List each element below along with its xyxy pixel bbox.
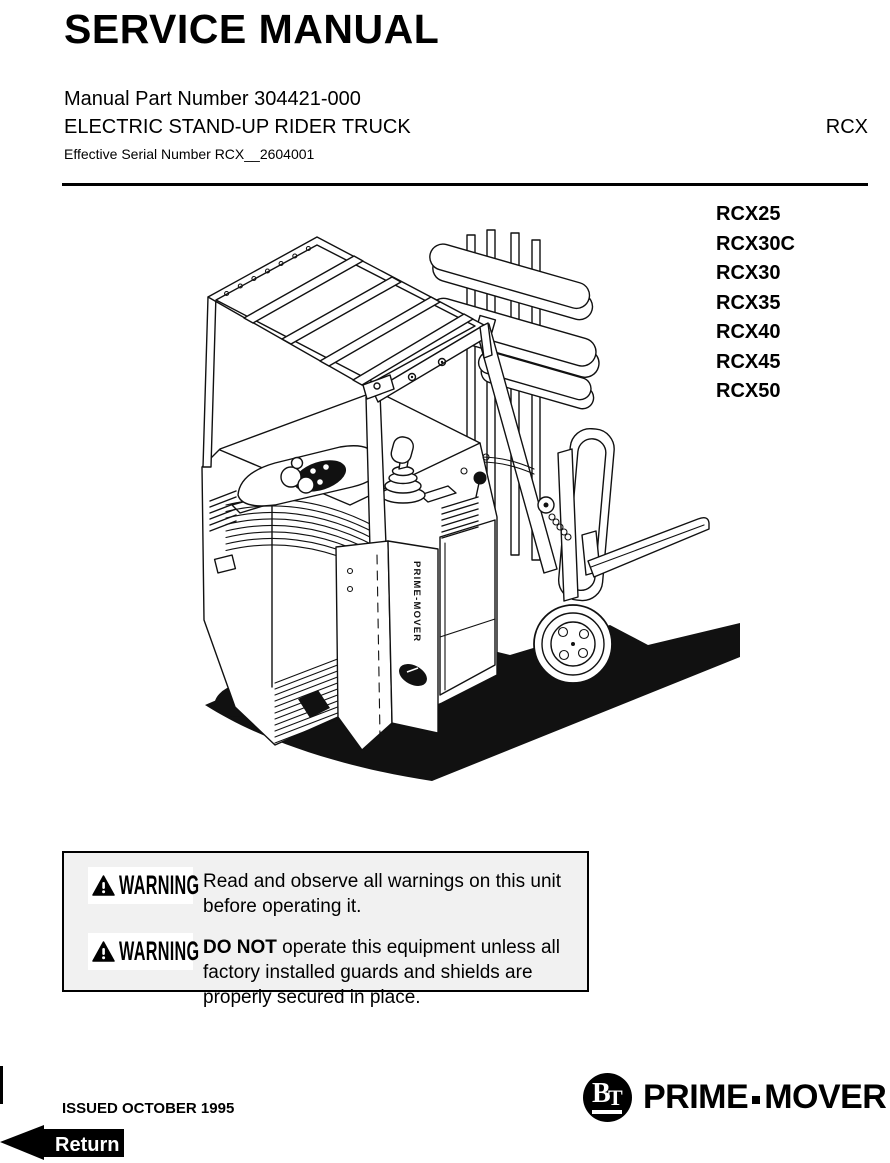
- page-title: SERVICE MANUAL: [64, 6, 440, 52]
- header-rule: [62, 183, 868, 186]
- serial-number-line: Effective Serial Number RCX__2604001: [64, 146, 315, 162]
- wordmark-dot: [752, 1096, 761, 1104]
- return-button[interactable]: Return: [0, 1122, 126, 1163]
- issued-date: ISSUED OCTOBER 1995: [62, 1100, 235, 1117]
- side-louvers: [209, 490, 237, 532]
- warning-text: DO NOT operate this equipment unless all…: [203, 935, 575, 1010]
- bt-letter-b: B: [592, 1077, 611, 1109]
- warning-text: Read and observe all warnings on this un…: [203, 869, 575, 919]
- brand-wordmark: PRIME MOVER: [643, 1077, 887, 1117]
- part-number-line: Manual Part Number 304421-000: [64, 88, 361, 110]
- warning-triangle-icon: [92, 875, 115, 896]
- steering-knob: [280, 466, 302, 488]
- joystick-knob: [390, 436, 414, 464]
- operator-console: [237, 436, 487, 507]
- model-item: RCX40: [716, 321, 781, 343]
- vertical-brand-text: PRIME-MOVER: [411, 561, 422, 642]
- bt-letter-t: T: [608, 1084, 623, 1110]
- drive-wheel: [533, 604, 613, 684]
- bt-logo-icon: B T: [583, 1072, 632, 1122]
- forklift-line-art: PRIME-MOVER: [201, 229, 740, 781]
- rear-post: [202, 293, 217, 468]
- model-item: RCX25: [716, 203, 781, 225]
- front-louvers: [441, 496, 479, 539]
- curved-louvers: [225, 498, 377, 574]
- return-button-label: Return: [55, 1134, 119, 1156]
- fork-carriage: [537, 427, 710, 602]
- brand-oval: [399, 664, 427, 686]
- warning-row: WARNING DO NOT operate this equipment un…: [88, 933, 587, 1010]
- wordmark-right: MOVER: [764, 1077, 887, 1116]
- warning-triangle-icon: [92, 941, 115, 962]
- warning-word: WARNING: [119, 870, 200, 900]
- warning-text-body: Read and observe all warnings on this un…: [203, 871, 562, 917]
- model-list: RCX25 RCX30C RCX30 RCX35 RCX40 RCX45 RCX…: [716, 200, 795, 407]
- wordmark-left: PRIME: [643, 1077, 749, 1116]
- warning-text-body: operate this equipment unless all factor…: [203, 937, 560, 1008]
- model-item: RCX45: [716, 350, 781, 373]
- warning-row: WARNING Read and observe all warnings on…: [88, 867, 587, 919]
- model-item: RCX30C: [716, 232, 795, 255]
- return-arrow-icon: [0, 1125, 44, 1160]
- fork-blade: [587, 516, 710, 578]
- brand-logo: B T PRIME MOVER: [583, 1072, 887, 1122]
- bt-underline: [592, 1110, 622, 1114]
- warning-word: WARNING: [119, 936, 200, 966]
- front-panels: PRIME-MOVER: [335, 392, 496, 751]
- battery-door: [439, 519, 496, 696]
- model-item: RCX50: [716, 380, 781, 402]
- model-item: RCX30: [716, 262, 781, 284]
- product-line: ELECTRIC STAND-UP RIDER TRUCK: [64, 116, 411, 138]
- model-item: RCX35: [716, 291, 781, 314]
- overhead-guard: [202, 236, 493, 468]
- warning-label: WARNING: [88, 867, 200, 904]
- warning-bold-lead: DO NOT: [203, 937, 283, 958]
- brake-lever: [473, 471, 487, 485]
- warning-box: WARNING Read and observe all warnings on…: [62, 851, 589, 1008]
- warning-label: WARNING: [88, 933, 200, 970]
- product-code: RCX: [825, 116, 868, 138]
- page-edge-mark: [0, 1066, 3, 1104]
